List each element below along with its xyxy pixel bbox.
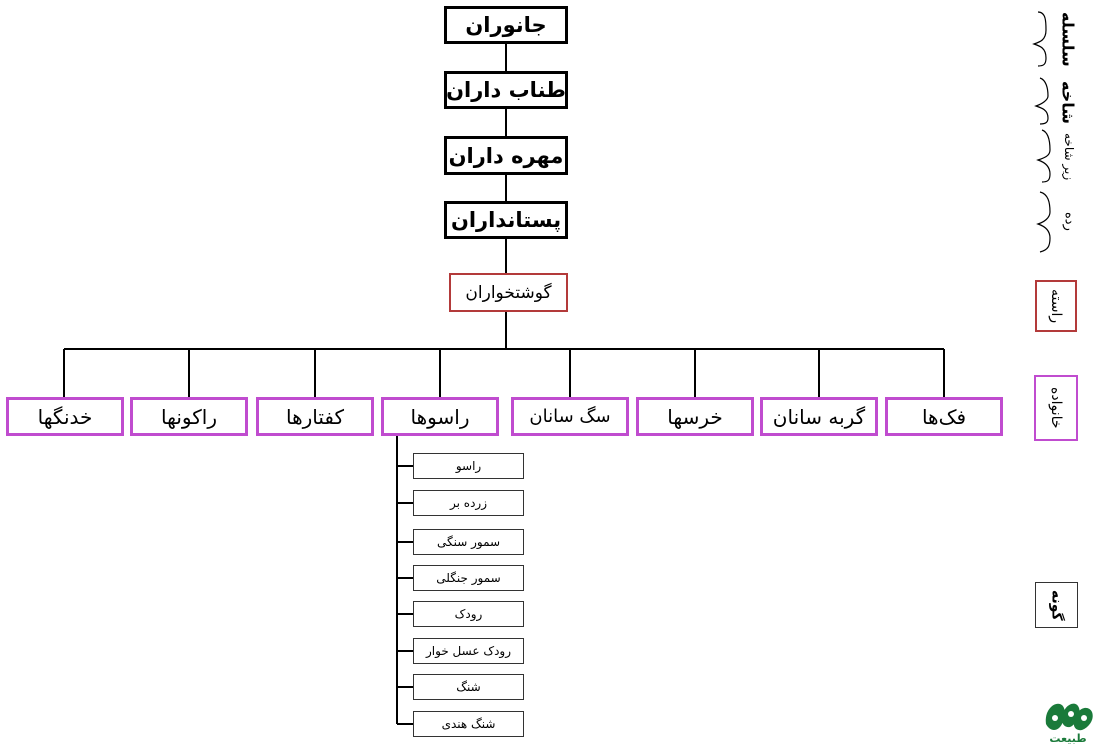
family-label: سگ سانان [529, 406, 611, 427]
species-box: راسو [413, 453, 524, 479]
species-label: راسو [455, 459, 482, 473]
family-label: خرسها [667, 404, 723, 429]
species-label: رودک عسل خوار [426, 644, 512, 658]
rank-label-order: راسته [1035, 280, 1077, 332]
order-box: گوشتخواران [449, 273, 568, 312]
species-label: شنگ [456, 680, 481, 694]
class-box: پستانداران [444, 201, 568, 239]
family-label: گربه سانان [772, 404, 866, 429]
family-box: راکونها [130, 397, 248, 436]
family-box: سگ سانان [511, 397, 629, 436]
family-label: راکونها [161, 404, 217, 429]
family-label: خدنگها [37, 404, 93, 429]
rank-label-class: رده [1061, 211, 1077, 231]
kingdom-label: جانوران [465, 13, 547, 37]
species-box: شنگ [413, 674, 524, 700]
species-label: رودک [454, 607, 483, 621]
species-box: رودک [413, 601, 524, 627]
family-box: راسوها [381, 397, 499, 436]
species-label: سمور سنگی [436, 535, 501, 549]
species-box: زرده بر [413, 490, 524, 516]
species-label: سمور جنگلی [436, 571, 501, 585]
family-label: راسوها [410, 404, 470, 429]
class-label: پستانداران [450, 208, 562, 232]
species-box: شنگ هندی [413, 711, 524, 737]
kingdom-box: جانوران [444, 6, 568, 44]
family-box: گربه سانان [760, 397, 878, 436]
rank-label-species: گونه [1035, 582, 1078, 628]
family-box: کفتارها [256, 397, 374, 436]
rank-label-phylum: شاخه [1058, 80, 1078, 124]
species-label: شنگ هندی [441, 717, 496, 731]
family-label: فک‌ها [921, 404, 967, 429]
family-box: فک‌ها [885, 397, 1003, 436]
brace-icons [1032, 11, 1051, 253]
species-box: سمور جنگلی [413, 565, 524, 591]
rank-label-family: خانواده [1034, 375, 1078, 441]
logo-text: طبیعت [1049, 732, 1087, 745]
species-label: زرده بر [450, 496, 487, 510]
species-box: سمور سنگی [413, 529, 524, 555]
family-label: کفتارها [285, 404, 345, 429]
family-box: خرسها [636, 397, 754, 436]
rank-label-kingdom: سلسله [1058, 11, 1078, 67]
subphylum-box: مهره داران [444, 136, 568, 175]
phylum-box: طناب داران [444, 71, 568, 109]
species-box: رودک عسل خوار [413, 638, 524, 664]
subphylum-label: مهره داران [448, 143, 564, 168]
order-label: گوشتخواران [465, 282, 552, 303]
phylum-label: طناب داران [446, 78, 566, 102]
family-box: خدنگها [6, 397, 124, 436]
leaf-logo-icon [1045, 703, 1093, 731]
rank-label-subphylum: زیر شاخه [1062, 133, 1076, 181]
